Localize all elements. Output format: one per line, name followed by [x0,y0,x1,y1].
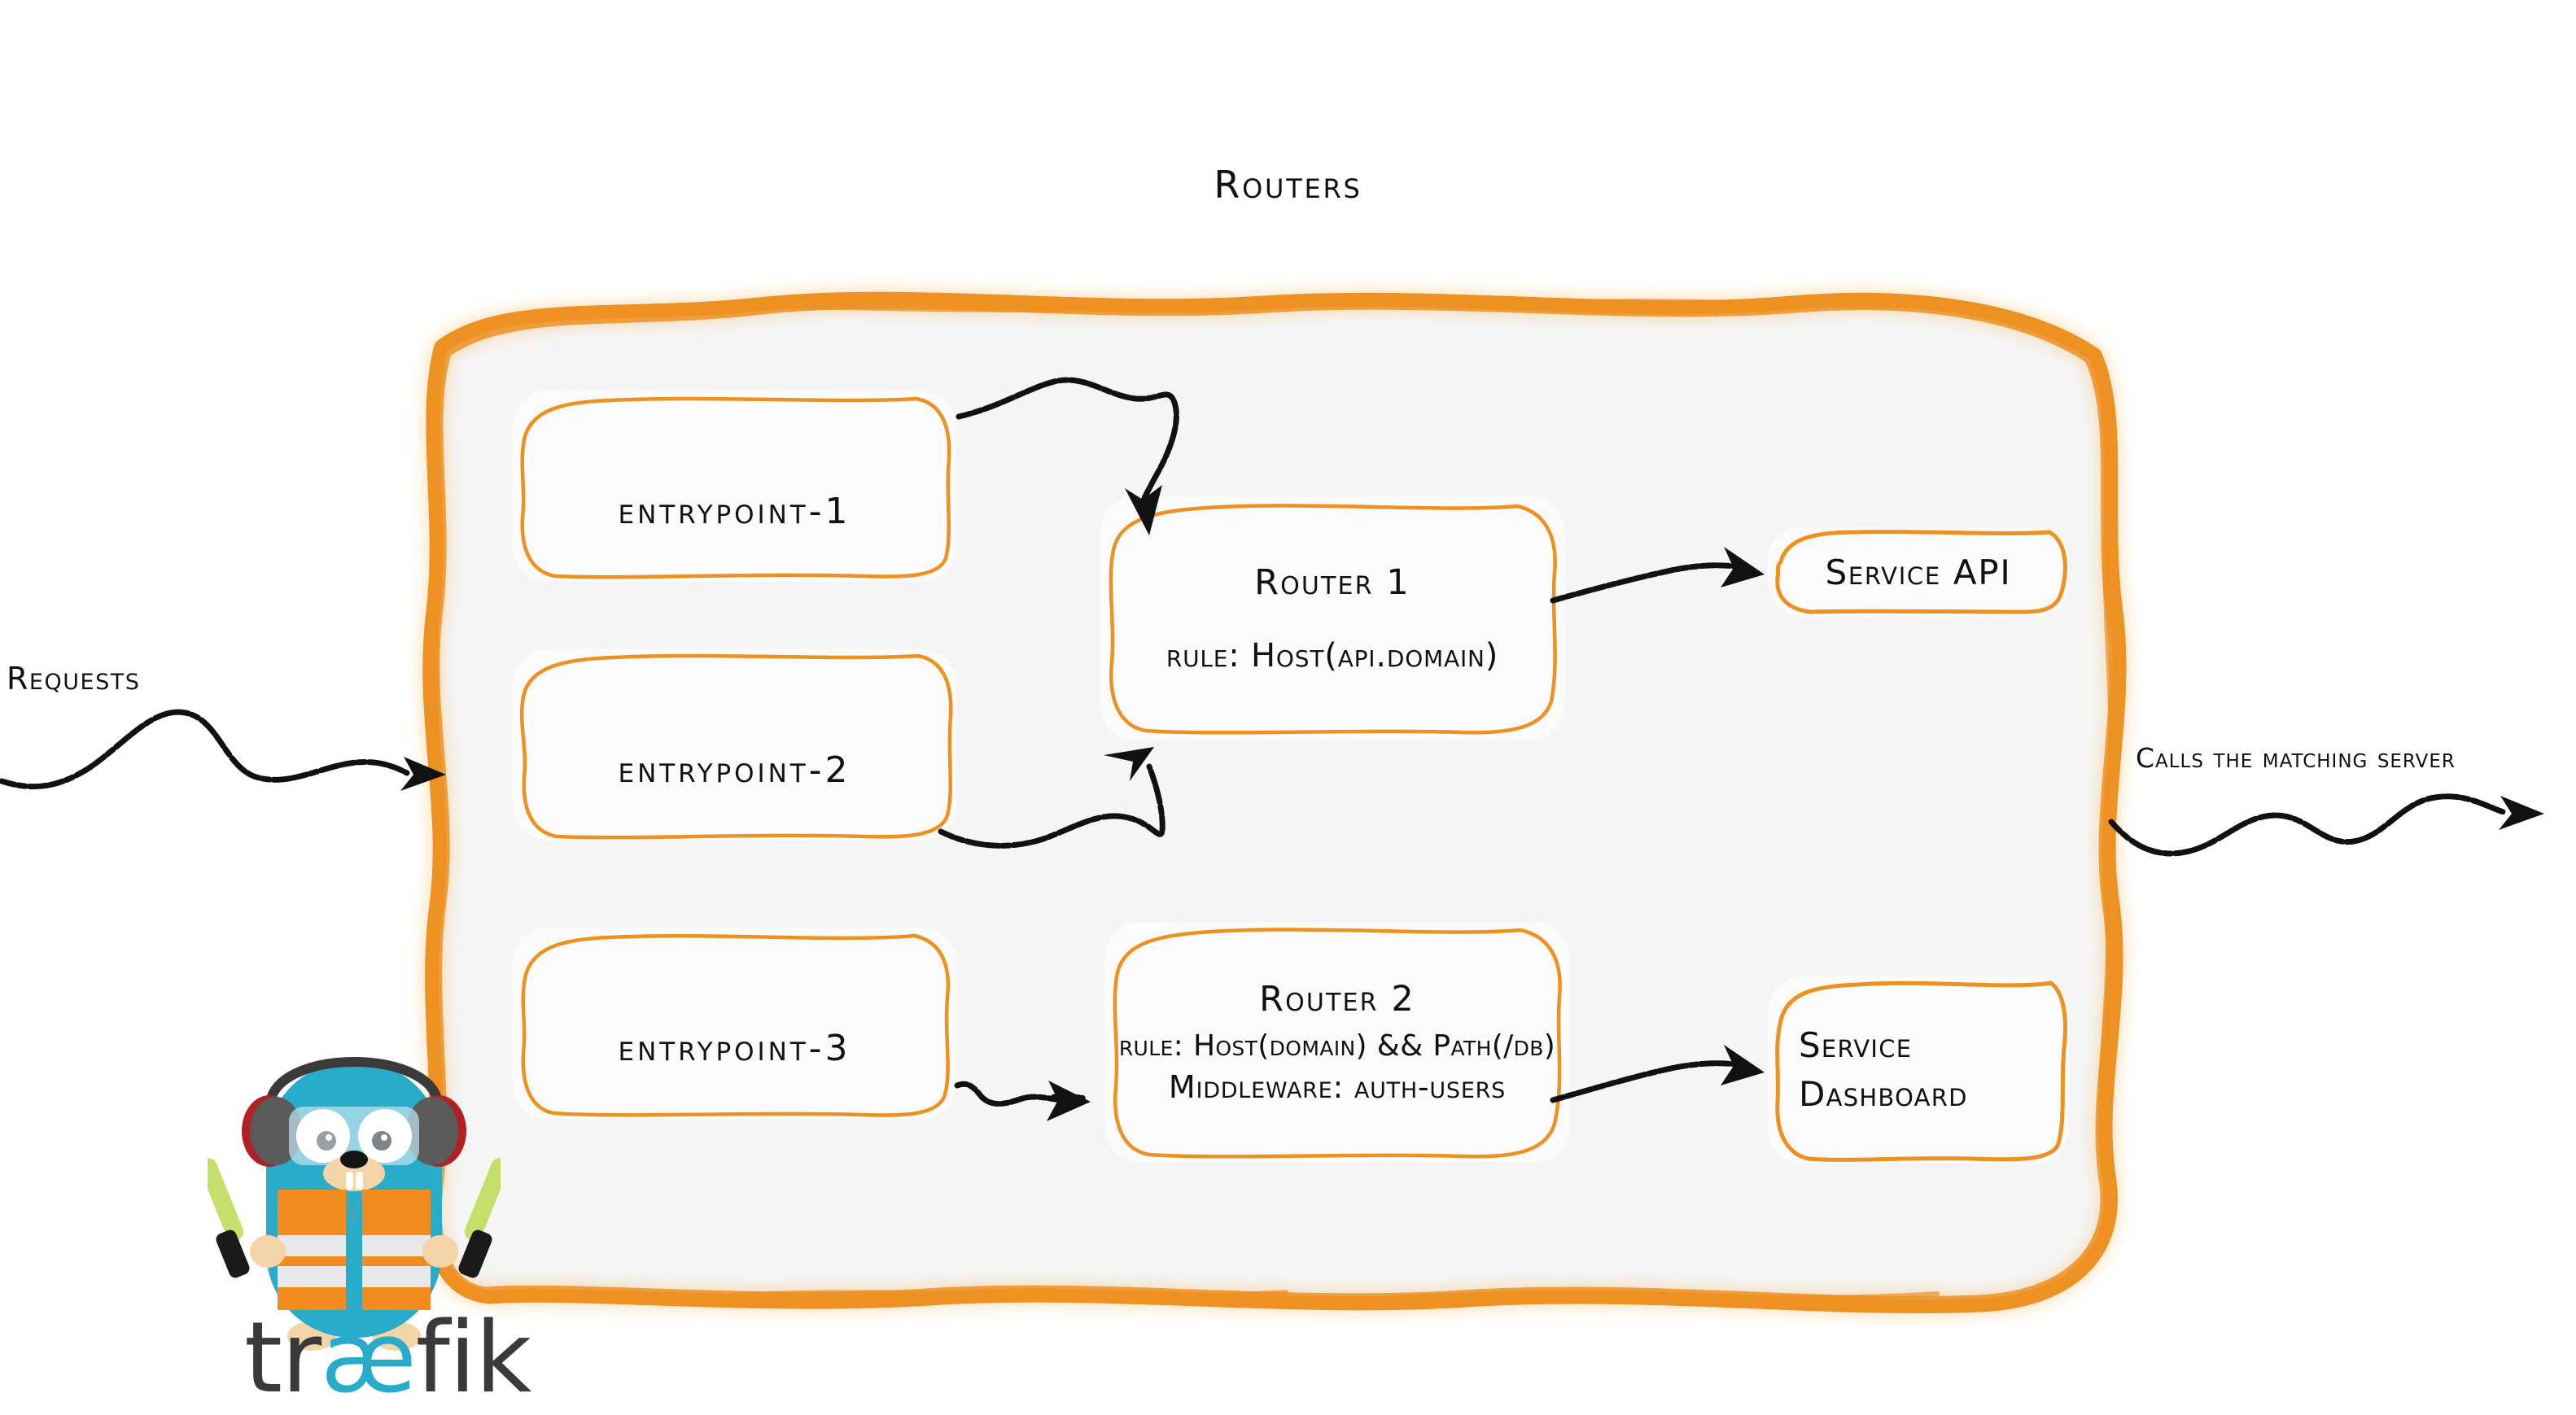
router-box-1-frame [1109,504,1557,735]
entrypoint-box-1-frame [520,396,951,579]
wordmark-part1: tr [244,1302,321,1415]
service-label-dashboard-line1: Service [1799,1025,1913,1066]
service-label-dashboard-line2: Dashboard [1799,1074,1968,1114]
gopher-hand-left [250,1235,286,1268]
service-box-api-frame [1775,530,2067,614]
service-box-dashboard[interactable]: Service Dashboard [1768,976,2069,1164]
entrypoint-box-2[interactable]: entrypoint-2 [513,649,956,841]
wordmark-part2: fik [415,1302,532,1415]
traefik-logo [208,1017,501,1408]
wordmark-ligature: æ [321,1302,417,1415]
marshalling-wand-left-icon [208,1158,250,1278]
gopher-nose [340,1151,368,1168]
router-middleware-2: Middleware: auth-users [1168,1069,1507,1105]
outgoing-calls-label: Calls the matching server [2136,742,2456,774]
entrypoint-box-3-frame [521,933,950,1117]
router-title-2: Router 2 [1259,979,1415,1020]
headphone-band-icon [266,1057,442,1103]
service-box-api[interactable]: Service API [1768,527,2069,617]
router-box-2[interactable]: Router 2 rule: Host(domain) && Path(/db)… [1105,922,1569,1162]
entrypoint-label-2: entrypoint-2 [618,749,851,791]
entrypoint-label-3: entrypoint-3 [618,1028,851,1069]
entrypoint-box-1[interactable]: entrypoint-1 [513,391,956,582]
router-box-2-frame [1113,928,1562,1159]
router-rule-1: rule: Host(api.domain) [1166,637,1499,675]
router-rule-2: rule: Host(domain) && Path(/db) [1118,1029,1556,1063]
entrypoint-label-1: entrypoint-1 [618,491,851,532]
service-label-api: Service API [1825,552,2012,592]
entrypoint-box-3[interactable]: entrypoint-3 [513,928,956,1119]
incoming-requests-label: Requests [7,661,141,697]
service-box-dashboard-frame [1775,980,2067,1162]
traefik-wordmark: træfik [244,1302,531,1415]
page-title: Routers [1214,163,1362,207]
arrow-outgoing-calls [2108,793,2544,857]
gopher-snout [323,1155,385,1191]
gopher-hand-right [422,1235,458,1268]
traefik-logo-svg [208,1057,501,1351]
router-title-1: Router 1 [1254,562,1410,603]
arrow-incoming-requests [0,709,446,791]
safety-vest [278,1190,431,1310]
router-box-1[interactable]: Router 1 rule: Host(api.domain) [1100,496,1564,740]
marshalling-wand-right-icon [458,1158,501,1278]
